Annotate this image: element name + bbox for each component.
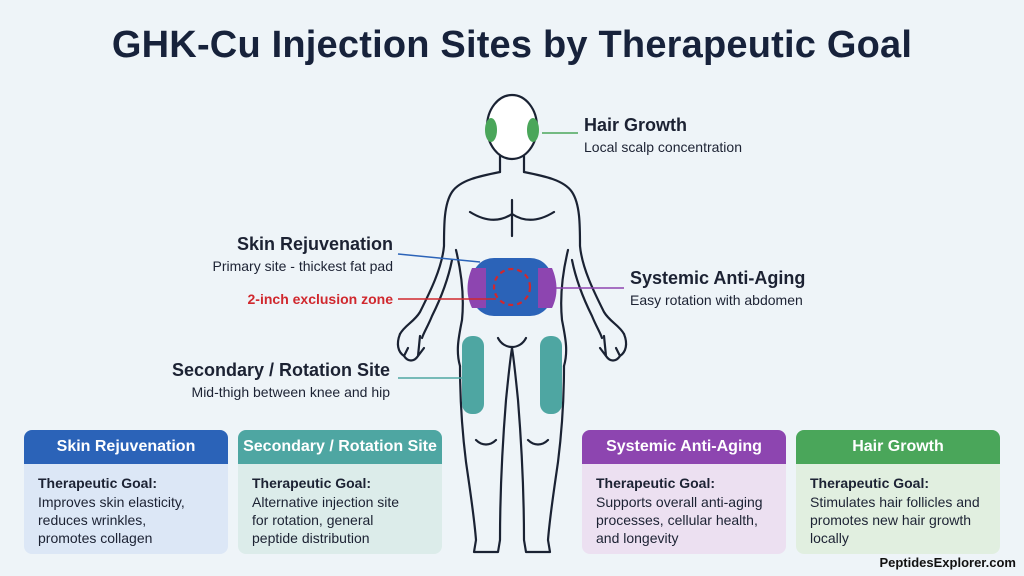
card-secondary-rotation: Secondary / Rotation Site Therapeutic Go…: [238, 430, 442, 554]
card-goal-label: Therapeutic Goal:: [252, 475, 372, 491]
systemic-site-right: [538, 268, 557, 308]
systemic-callout-title: Systemic Anti-Aging: [630, 268, 806, 288]
secondary-callout: Secondary / Rotation Site Mid-thigh betw…: [172, 360, 390, 400]
thigh-site-right: [540, 336, 562, 414]
skin-connector: [397, 253, 481, 263]
card-goal-label: Therapeutic Goal:: [596, 475, 716, 491]
secondary-callout-title: Secondary / Rotation Site: [171, 360, 390, 380]
skin-callout-title: Skin Rejuvenation: [236, 234, 393, 254]
card-header: Hair Growth: [796, 430, 1000, 464]
skin-rejuvenation-site: [472, 258, 552, 316]
card-goal-label: Therapeutic Goal:: [810, 475, 930, 491]
card-goal-label: Therapeutic Goal:: [38, 475, 158, 491]
hair-site-left: [485, 118, 497, 142]
page-title: GHK-Cu Injection Sites by Therapeutic Go…: [111, 24, 913, 66]
card-systemic-anti-aging: Systemic Anti-Aging Therapeutic Goal: Su…: [582, 430, 786, 554]
thigh-site-left: [462, 336, 484, 414]
hair-site-right: [527, 118, 539, 142]
skin-callout-subtitle: Primary site - thickest fat pad: [212, 258, 393, 274]
card-header: Skin Rejuvenation: [24, 430, 228, 464]
hair-callout-title: Hair Growth: [584, 115, 688, 135]
card-body: Therapeutic Goal: Supports overall anti-…: [582, 464, 786, 554]
hair-callout-subtitle: Local scalp concentration: [584, 139, 742, 155]
skin-callout: Skin Rejuvenation Primary site - thickes…: [212, 234, 393, 274]
card-body: Therapeutic Goal: Improves skin elastici…: [24, 464, 228, 554]
exclusion-zone: [492, 267, 532, 307]
card-body: Therapeutic Goal: Stimulates hair follic…: [796, 464, 1000, 554]
card-hair-growth: Hair Growth Therapeutic Goal: Stimulates…: [796, 430, 1000, 554]
card-body: Therapeutic Goal: Alternative injection …: [238, 464, 442, 554]
systemic-site-left: [467, 268, 486, 308]
exclusion-label: 2-inch exclusion zone: [247, 291, 393, 307]
card-goal-text: Alternative injection site for rotation,…: [252, 494, 400, 546]
card-header: Secondary / Rotation Site: [238, 430, 442, 464]
secondary-callout-subtitle: Mid-thigh between knee and hip: [191, 384, 390, 400]
systemic-callout-subtitle: Easy rotation with abdomen: [630, 292, 803, 308]
card-goal-text: Stimulates hair follicles and promotes n…: [810, 494, 980, 546]
card-header: Systemic Anti-Aging: [582, 430, 786, 464]
brand-watermark[interactable]: PeptidesExplorer.com: [879, 555, 1016, 570]
card-goal-text: Improves skin elasticity, reduces wrinkl…: [38, 494, 185, 546]
systemic-callout: Systemic Anti-Aging Easy rotation with a…: [630, 268, 805, 308]
card-skin-rejuvenation: Skin Rejuvenation Therapeutic Goal: Impr…: [24, 430, 228, 554]
card-goal-text: Supports overall anti-aging processes, c…: [596, 494, 763, 546]
hair-callout: Hair Growth Local scalp concentration: [584, 115, 742, 155]
